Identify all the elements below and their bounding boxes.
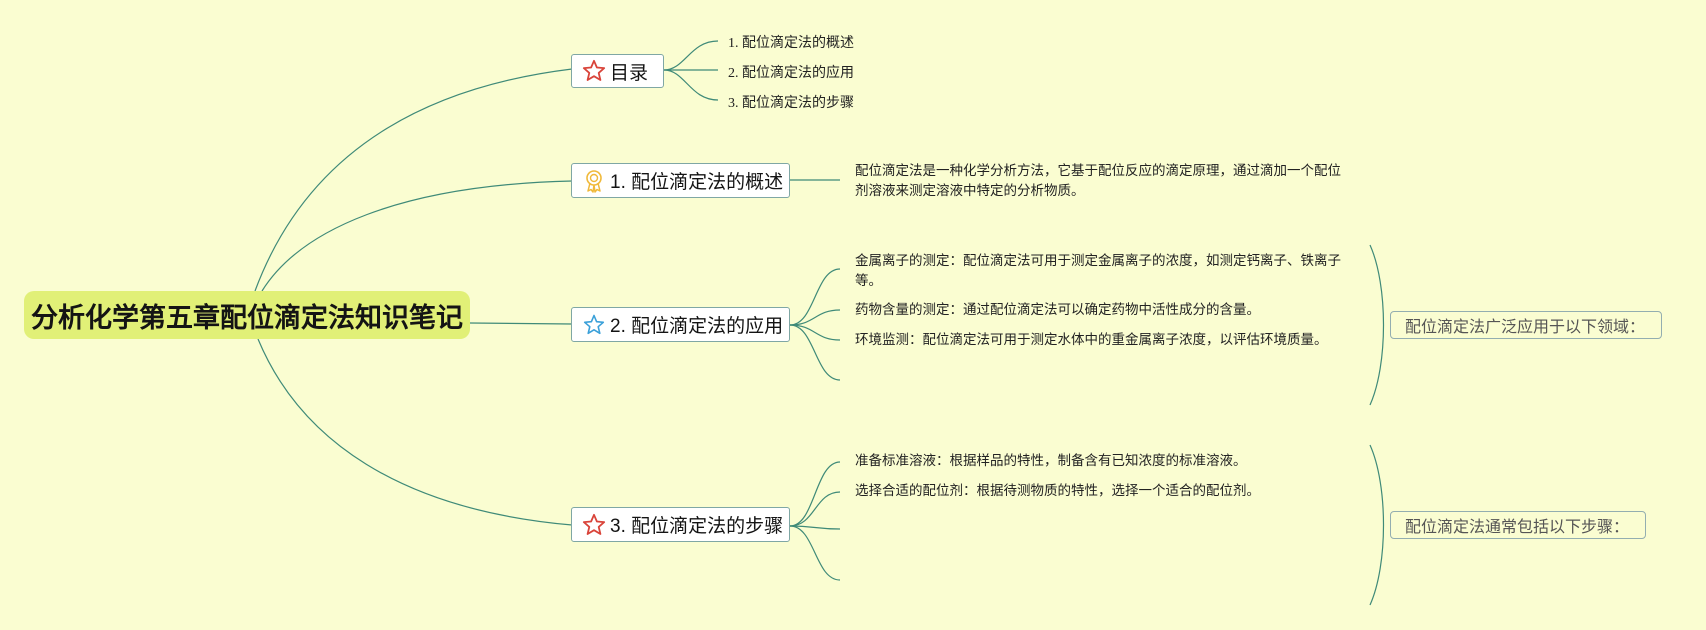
toc-item[interactable]: 1. 配位滴定法的概述 [728, 36, 854, 51]
blue-star-icon [582, 313, 606, 337]
overview-topic[interactable]: 1. 配位滴定法的概述 [571, 163, 790, 198]
application-summary[interactable]: 配位滴定法广泛应用于以下领域： [1390, 311, 1662, 339]
toc-item[interactable]: 3. 配位滴定法的步骤 [728, 96, 854, 111]
application-topic-label: 2. 配位滴定法的应用 [610, 316, 784, 337]
overview-topic-label: 1. 配位滴定法的概述 [610, 172, 784, 193]
application-item[interactable]: 药物含量的测定：通过配位滴定法可以确定药物中活性成分的含量。 [855, 302, 1260, 317]
red-star-icon [582, 59, 606, 83]
toc-item[interactable]: 2. 配位滴定法的应用 [728, 66, 854, 81]
steps-topic[interactable]: 3. 配位滴定法的步骤 [571, 507, 790, 542]
application-topic[interactable]: 2. 配位滴定法的应用 [571, 307, 790, 342]
red-star-icon [582, 513, 606, 537]
steps-item[interactable]: 准备标准溶液：根据样品的特性，制备含有已知浓度的标准溶液。 [855, 453, 1247, 468]
steps-topic-label: 3. 配位滴定法的步骤 [610, 516, 784, 537]
overview-detail[interactable]: 配位滴定法是一种化学分析方法，它基于配位反应的滴定原理，通过滴加一个配位剂溶液来… [855, 163, 1341, 198]
central-topic[interactable]: 分析化学第五章配位滴定法知识笔记 [24, 291, 470, 339]
steps-item[interactable]: 选择合适的配位剂：根据待测物质的特性，选择一个适合的配位剂。 [855, 483, 1260, 498]
toc-topic-label: 目录 [610, 62, 649, 84]
toc-topic[interactable]: 目录 [571, 54, 664, 88]
application-item[interactable]: 环境监测：配位滴定法可用于测定水体中的重金属离子浓度，以评估环境质量。 [855, 332, 1328, 347]
application-item[interactable]: 金属离子的测定：配位滴定法可用于测定金属离子的浓度，如测定钙离子、铁离子等。 [855, 253, 1341, 288]
steps-summary[interactable]: 配位滴定法通常包括以下步骤： [1390, 511, 1646, 539]
award-ribbon-icon [582, 169, 606, 193]
